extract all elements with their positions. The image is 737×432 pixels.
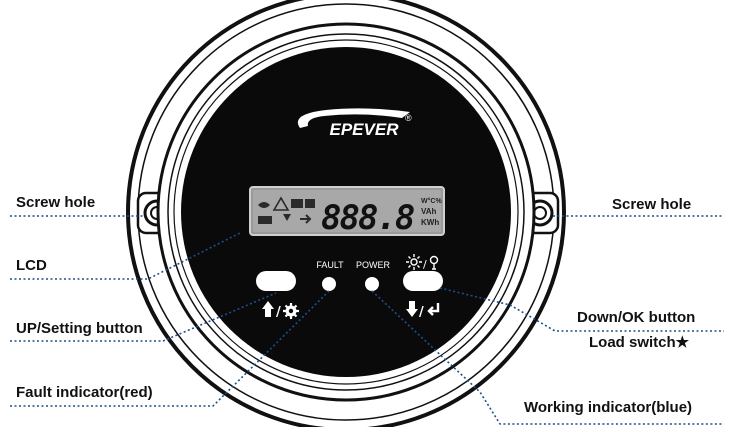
svg-text:/: / bbox=[419, 305, 424, 320]
sun-bulb-icon: / bbox=[406, 254, 439, 271]
lcd-digits: 888.8 bbox=[321, 198, 414, 238]
leader-up-setting bbox=[10, 292, 277, 342]
eye-icon bbox=[258, 202, 270, 208]
bezel-ring-3 bbox=[173, 39, 519, 385]
callout-down-ok-button: Down/OK button bbox=[577, 309, 696, 326]
load-block-icon bbox=[305, 199, 315, 208]
down-ok-button[interactable] bbox=[403, 271, 443, 291]
flow-arrow-icon bbox=[300, 214, 312, 224]
leader-lines bbox=[10, 215, 724, 425]
epever-logo: EPEVER ® bbox=[297, 108, 412, 139]
leader-working bbox=[371, 290, 724, 425]
battery-block-icon bbox=[291, 199, 303, 208]
working-indicator bbox=[365, 277, 379, 291]
up-arrow-gear-icon: / bbox=[262, 301, 299, 320]
leader-down-ok bbox=[439, 287, 724, 332]
callout-load-switch: Load switch★ bbox=[589, 334, 690, 351]
power-label: POWER bbox=[356, 260, 391, 270]
lcd-display: 888.8 W°C% VAh KWh bbox=[249, 186, 445, 238]
warning-icon bbox=[272, 196, 290, 211]
registered-mark: ® bbox=[405, 113, 412, 123]
lcd-status-icons bbox=[258, 196, 315, 224]
callout-working-indicator: Working indicator(blue) bbox=[524, 399, 693, 416]
lcd-unit-mid: VAh bbox=[421, 207, 437, 216]
lcd-unit-bot: KWh bbox=[421, 218, 439, 227]
svg-text:/: / bbox=[423, 258, 427, 271]
leader-lcd bbox=[10, 232, 241, 280]
fault-indicator bbox=[322, 277, 336, 291]
bezel-ring-2 bbox=[167, 33, 525, 391]
up-setting-button[interactable] bbox=[256, 271, 296, 291]
lcd-unit-top: W°C% bbox=[421, 197, 442, 205]
brand-name: EPEVER bbox=[330, 120, 400, 139]
svg-text:/: / bbox=[276, 305, 281, 320]
battery-icon bbox=[258, 216, 272, 224]
callout-lcd: LCD bbox=[16, 257, 47, 274]
callout-screw-hole-right: Screw hole bbox=[612, 196, 692, 213]
leader-fault bbox=[10, 290, 330, 407]
callout-up-setting-button: UP/Setting button bbox=[16, 320, 143, 337]
fault-label: FAULT bbox=[316, 260, 344, 270]
down-arrow-enter-icon: / bbox=[406, 301, 440, 320]
callout-fault-indicator: Fault indicator(red) bbox=[16, 384, 153, 401]
callout-screw-hole-left: Screw hole bbox=[16, 194, 96, 211]
pv-arrow-icon bbox=[283, 214, 291, 221]
